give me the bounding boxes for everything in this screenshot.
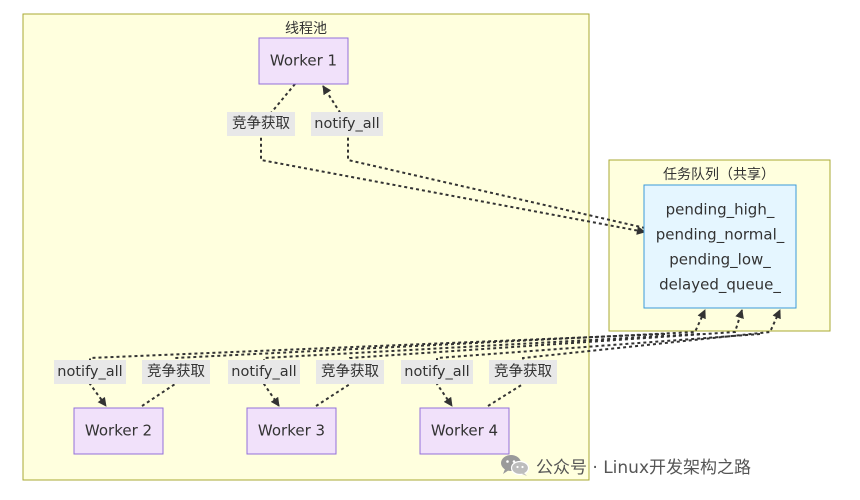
queue-line-normal: pending_normal_ [656,226,785,245]
svg-text:notify_all: notify_all [314,116,379,132]
svg-text:竞争获取: 竞争获取 [232,114,290,132]
svg-text:竞争获取: 竞争获取 [147,362,205,380]
edge-labels: 竞争获取 notify_all notify_all 竞争获取 notify_a… [54,112,557,384]
edge-worker3-notify [263,333,701,407]
worker-4-node: Worker 4 [419,407,510,455]
edge-worker2-compete [141,309,706,407]
svg-text:notify_all: notify_all [231,364,296,380]
edge-label-worker3-notify: notify_all [228,360,300,384]
queue-line-low: pending_low_ [669,251,771,270]
edge-worker1-compete [260,83,646,235]
worker-1-node: Worker 1 [258,37,349,85]
worker-2-node: Worker 2 [73,407,164,455]
edge-label-worker2-notify: notify_all [54,360,126,384]
svg-text:notify_all: notify_all [404,364,469,380]
edge-worker1-notify [322,85,646,229]
worker-3-label: Worker 3 [258,422,325,440]
worker-3-node: Worker 3 [246,407,337,455]
edge-label-worker4-compete: 竞争获取 [489,360,557,384]
worker-2-label: Worker 2 [85,422,152,440]
svg-text:竞争获取: 竞争获取 [321,362,379,380]
edge-worker4-compete [487,309,781,407]
watermark-text: 公众号 · Linux开发架构之路 [536,457,752,478]
wechat-icon [501,455,530,476]
watermark: 公众号 · Linux开发架构之路 [500,452,751,478]
queue-line-high: pending_high_ [666,201,775,220]
svg-text:竞争获取: 竞争获取 [494,362,552,380]
edge-label-worker2-compete: 竞争获取 [142,360,210,384]
svg-text:notify_all: notify_all [57,364,122,380]
edge-label-worker4-notify: notify_all [401,360,473,384]
worker-1-label: Worker 1 [270,52,337,70]
queue-line-delayed: delayed_queue_ [659,276,781,295]
edge-label-worker1-notify: notify_all [311,112,383,136]
edge-label-worker1-compete: 竞争获取 [227,112,295,136]
task-queue-title: 任务队列（共享） [663,166,775,183]
thread-pool-title: 线程池 [285,21,327,37]
worker-4-label: Worker 4 [431,422,498,440]
edge-worker3-compete [315,309,744,407]
edge-label-worker3-compete: 竞争获取 [316,360,384,384]
task-queue-node: pending_high_ pending_normal_ pending_lo… [643,184,797,309]
